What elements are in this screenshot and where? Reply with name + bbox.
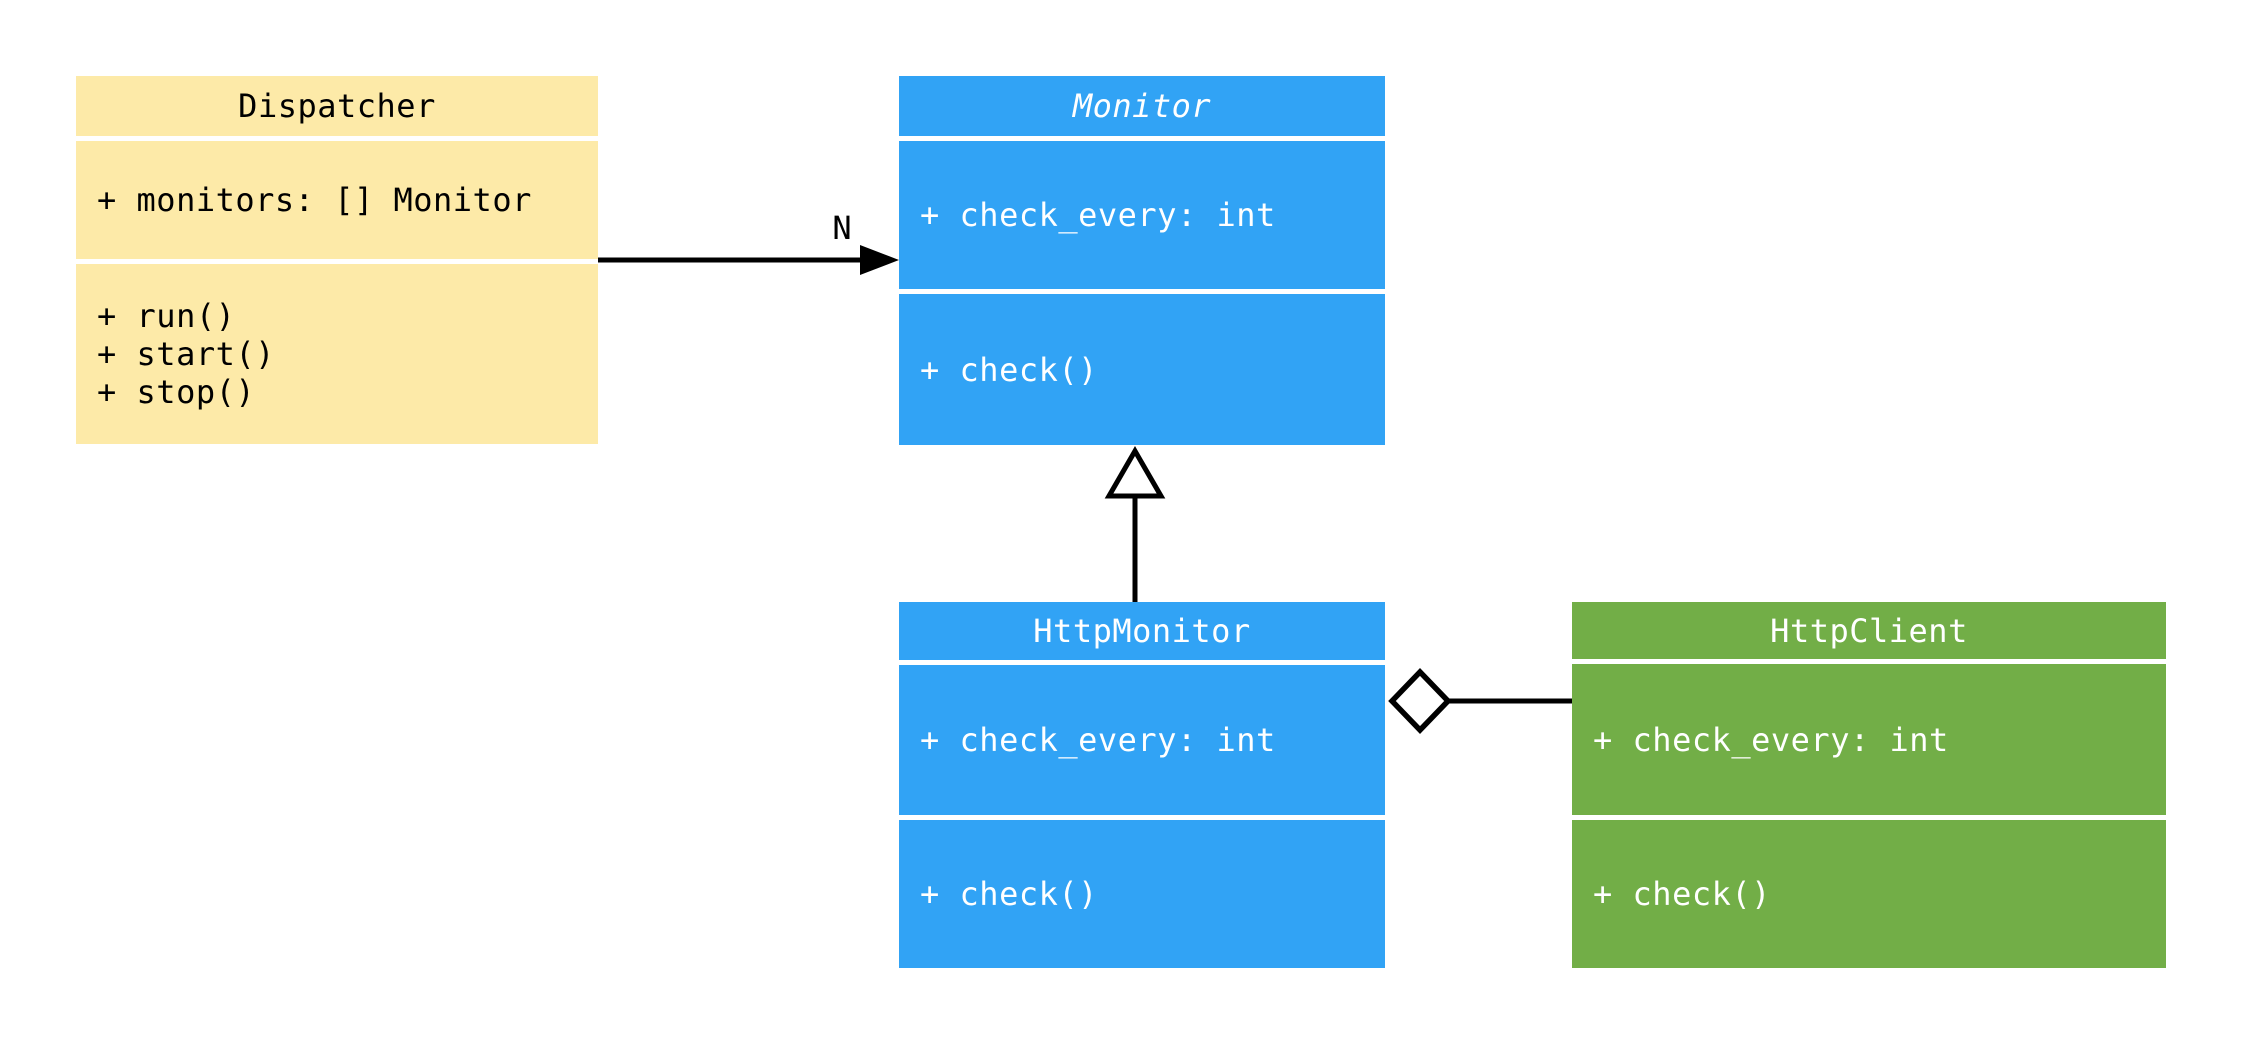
class-box-dispatcher: Dispatcher + monitors: [] Monitor + run(… xyxy=(76,76,598,444)
association-arrowhead-icon xyxy=(860,245,899,275)
method-row: + check() xyxy=(1593,875,1771,913)
method-row: + check() xyxy=(920,875,1098,913)
attributes-compartment-http-monitor: + check_every: int xyxy=(899,665,1385,815)
class-box-http-monitor: HttpMonitor + check_every: int + check() xyxy=(899,602,1385,968)
methods-compartment-http-client: + check() xyxy=(1572,820,2166,968)
method-row: + start() xyxy=(97,335,275,373)
class-title-monitor: Monitor xyxy=(899,76,1385,136)
method-row: + stop() xyxy=(97,373,256,411)
methods-compartment-dispatcher: + run() + start() + stop() xyxy=(76,264,598,444)
attributes-compartment-dispatcher: + monitors: [] Monitor xyxy=(76,141,598,259)
inheritance-triangle-icon xyxy=(1104,446,1166,499)
methods-compartment-monitor: + check() xyxy=(899,294,1385,445)
class-title-http-client: HttpClient xyxy=(1572,602,2166,659)
attribute-row: + check_every: int xyxy=(920,196,1276,234)
attribute-row: + monitors: [] Monitor xyxy=(97,181,532,219)
class-title-dispatcher: Dispatcher xyxy=(76,76,598,136)
attribute-row: + check_every: int xyxy=(1593,720,1949,759)
method-row: + run() xyxy=(97,297,236,335)
class-title-http-monitor: HttpMonitor xyxy=(899,602,1385,660)
methods-compartment-http-monitor: + check() xyxy=(899,820,1385,968)
attribute-row: + check_every: int xyxy=(920,721,1276,759)
attributes-compartment-monitor: + check_every: int xyxy=(899,141,1385,289)
class-box-monitor: Monitor + check_every: int + check() xyxy=(899,76,1385,445)
class-box-http-client: HttpClient + check_every: int + check() xyxy=(1572,602,2166,968)
aggregation-diamond-icon xyxy=(1388,668,1452,734)
attributes-compartment-http-client: + check_every: int xyxy=(1572,664,2166,815)
multiplicity-label: N xyxy=(832,209,852,247)
method-row: + check() xyxy=(920,350,1098,389)
